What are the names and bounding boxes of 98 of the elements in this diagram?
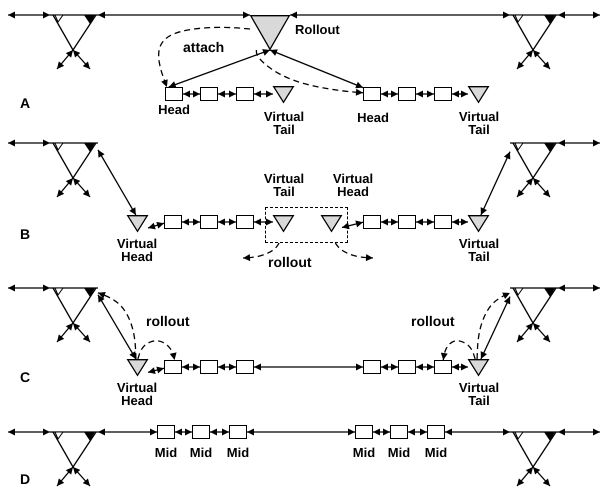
panel-letter: C: [20, 370, 30, 385]
node-label: Virtual Tail: [458, 381, 500, 407]
node-label: Virtual Tail: [262, 110, 306, 136]
list-node: [164, 215, 182, 229]
list-node: [165, 87, 183, 101]
double-arrow: [416, 364, 434, 370]
list-node: [434, 215, 452, 229]
dashed-arrow: [334, 242, 374, 262]
node-label: Virtual Head: [116, 381, 158, 407]
double-arrow: [558, 140, 600, 146]
node-label: Rollout: [295, 23, 341, 36]
list-node: [164, 360, 182, 374]
annotation-label: rollout: [146, 314, 190, 329]
node-label: Mid: [352, 446, 376, 459]
list-node: [236, 87, 254, 101]
double-arrow: [175, 428, 192, 436]
double-arrow: [254, 90, 273, 98]
double-arrow: [8, 140, 50, 146]
node-label: Virtual Tail: [458, 110, 500, 136]
double-arrow: [97, 150, 136, 216]
panel-letter: B: [20, 227, 30, 242]
annotation-label: rollout: [411, 314, 455, 329]
node-label: Virtual Tail: [262, 172, 306, 198]
double-arrow: [480, 151, 511, 216]
double-arrow: [168, 49, 270, 88]
list-node: [236, 215, 254, 229]
list-node: [363, 360, 381, 374]
double-arrow: [416, 218, 434, 226]
double-arrow: [247, 428, 355, 436]
double-arrow: [183, 90, 200, 98]
double-arrow: [148, 366, 164, 374]
double-arrow: [8, 12, 50, 18]
node-label: Mid: [226, 446, 250, 459]
annotation-label: rollout: [268, 255, 312, 270]
panel-letter: D: [20, 472, 30, 487]
list-node: [200, 215, 218, 229]
panel-letter: A: [20, 96, 30, 111]
double-arrow: [558, 12, 600, 18]
node-label: Virtual Head: [332, 172, 374, 198]
list-node: [363, 215, 381, 229]
list-node: [434, 360, 452, 374]
double-arrow: [445, 428, 510, 436]
double-arrow: [98, 12, 250, 18]
list-node: [434, 87, 452, 101]
double-arrow: [98, 428, 157, 436]
double-arrow: [558, 428, 600, 436]
list-node: [398, 87, 416, 101]
double-arrow: [218, 90, 236, 98]
double-arrow: [452, 364, 468, 370]
double-arrow: [342, 220, 364, 230]
double-arrow: [254, 364, 363, 370]
dashed-arrow: [158, 26, 250, 88]
double-arrow: [8, 284, 50, 292]
list-node: [427, 425, 445, 439]
double-arrow: [270, 49, 364, 88]
list-node: [192, 425, 210, 439]
list-node: [398, 215, 416, 229]
list-node: [229, 425, 247, 439]
double-arrow: [381, 90, 398, 98]
node-label: Head: [356, 111, 390, 124]
double-arrow: [218, 364, 236, 370]
list-node: [236, 360, 254, 374]
dashed-frame: [265, 207, 348, 243]
node-label: Virtual Tail: [458, 237, 500, 263]
node-label: Mid: [154, 446, 178, 459]
list-node: [363, 87, 381, 101]
dashed-arrow: [242, 242, 280, 262]
dashed-arrow: [137, 340, 177, 360]
double-arrow: [452, 90, 468, 98]
double-arrow: [452, 218, 468, 226]
double-arrow: [416, 90, 434, 98]
double-arrow: [254, 218, 273, 226]
double-arrow: [148, 222, 164, 230]
list-node: [355, 425, 373, 439]
double-arrow: [373, 428, 390, 436]
list-node: [200, 360, 218, 374]
list-node: [157, 425, 175, 439]
annotation-label: attach: [183, 40, 224, 55]
node-label: Mid: [188, 446, 214, 459]
double-arrow: [381, 364, 398, 370]
node-label: Mid: [386, 446, 412, 459]
list-node: [200, 87, 218, 101]
double-arrow: [210, 428, 229, 436]
node-label: Head: [157, 103, 191, 116]
double-arrow: [182, 364, 200, 370]
dashed-arrow: [256, 50, 364, 96]
node-label: Mid: [424, 446, 448, 459]
list-node: [390, 425, 408, 439]
list-node: [398, 360, 416, 374]
double-arrow: [218, 218, 236, 226]
double-arrow: [182, 218, 200, 226]
double-arrow: [290, 12, 510, 18]
double-arrow: [408, 428, 427, 436]
dashed-arrow: [440, 340, 476, 360]
double-arrow: [558, 284, 600, 292]
node-label: Virtual Head: [116, 237, 158, 263]
double-arrow: [381, 218, 398, 226]
double-arrow: [8, 428, 50, 436]
